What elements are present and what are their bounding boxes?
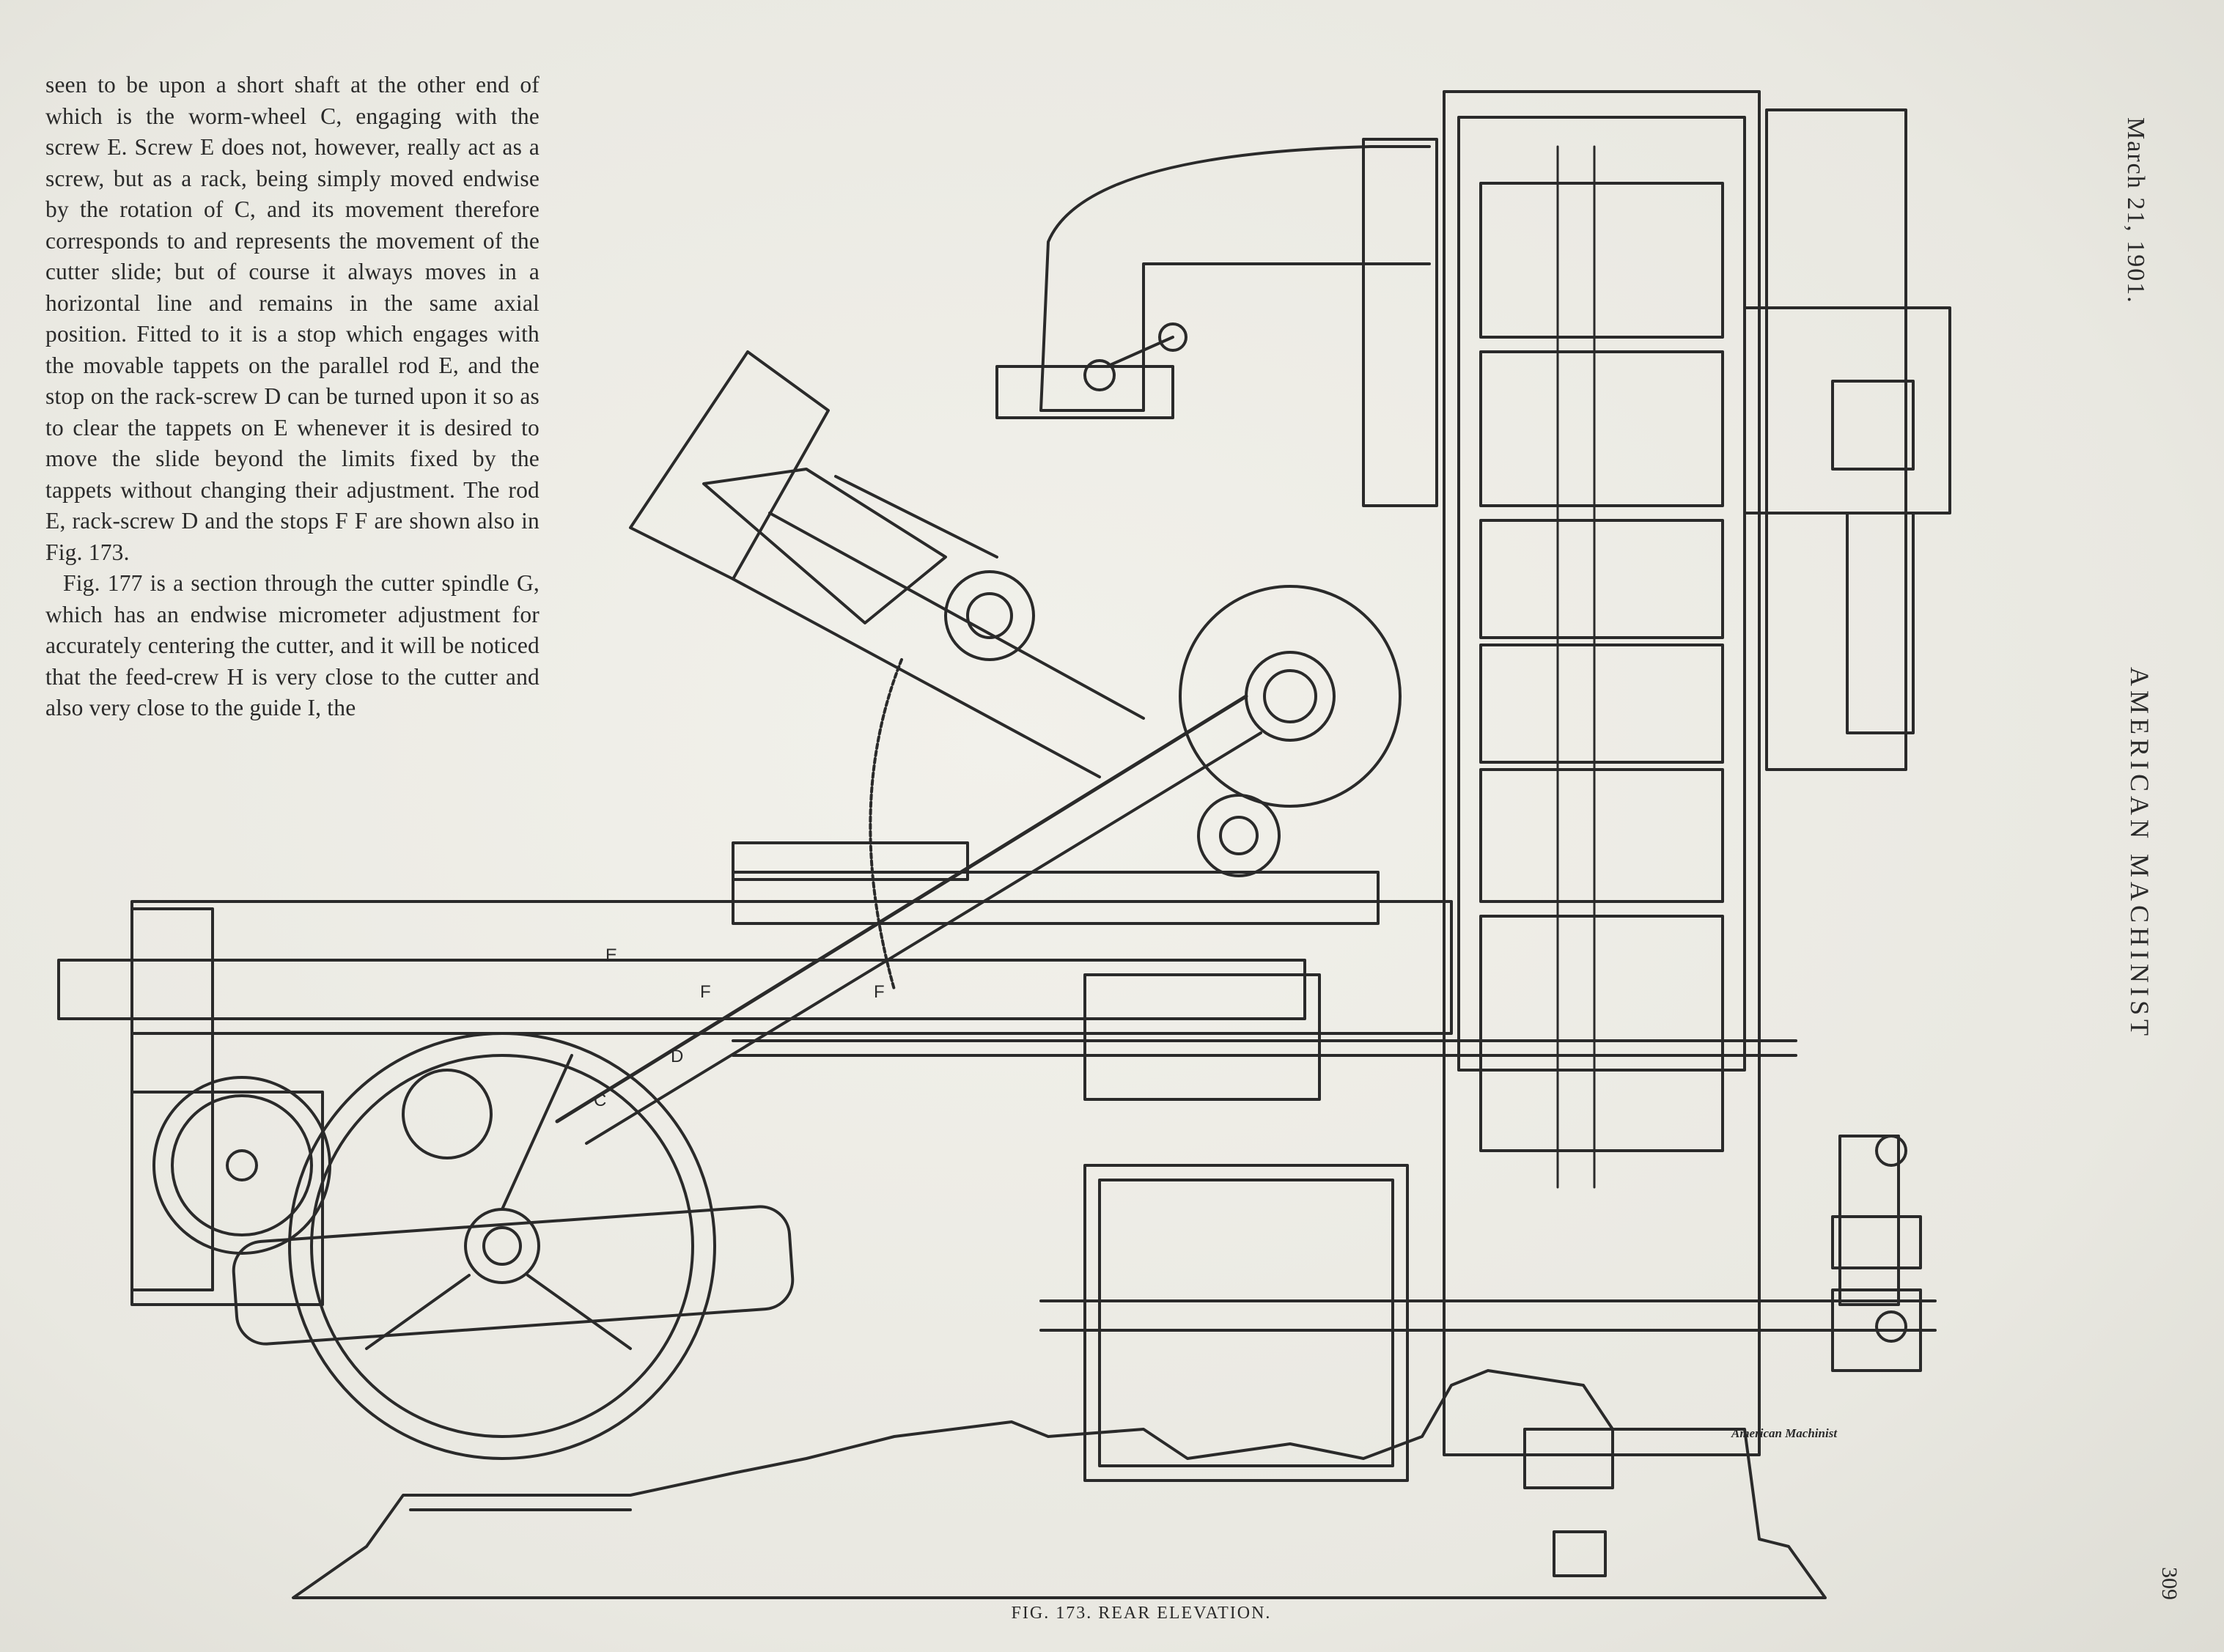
label-F-right: F [874, 982, 885, 1002]
index-sector [869, 658, 903, 991]
running-head-date: March 21, 1901. [2122, 117, 2149, 304]
label-F-left: F [700, 982, 711, 1002]
article-paragraph-2: Fig. 177 is a section through the cutter… [45, 570, 540, 720]
main-column [1443, 90, 1761, 1456]
flywheel [288, 1032, 716, 1460]
overhead-arm [1039, 145, 1431, 412]
machine-base [292, 1369, 1827, 1599]
column-lead-screw [1556, 145, 1596, 1189]
article-paragraph-1: seen to be upon a short shaft at the oth… [45, 72, 540, 565]
feed-gear [1197, 794, 1281, 877]
page-number: 309 [2157, 1567, 2181, 1600]
rear-elevation-drawing [57, 90, 1951, 1599]
cutter-head [629, 350, 1145, 778]
drawing-credit: American Machinist [1731, 1426, 1838, 1440]
label-D: D [671, 1047, 684, 1066]
label-C: C [594, 1091, 607, 1110]
small-pulley [152, 1076, 331, 1255]
gearbox [1083, 1164, 1409, 1482]
left-housing [130, 907, 214, 1291]
article-text-column: seen to be upon a short shaft at the oth… [45, 70, 540, 724]
running-head-journal: AMERICAN MACHINIST [2125, 667, 2154, 1041]
right-post [1765, 108, 1907, 771]
label-E: E [605, 945, 618, 965]
cutter-disk [1179, 585, 1402, 808]
figure-caption: FIG. 173. REAR ELEVATION. [1011, 1604, 1272, 1623]
angled-rod [555, 694, 1248, 1124]
machine-bed [130, 900, 1453, 1035]
connecting-bar [232, 1205, 795, 1346]
